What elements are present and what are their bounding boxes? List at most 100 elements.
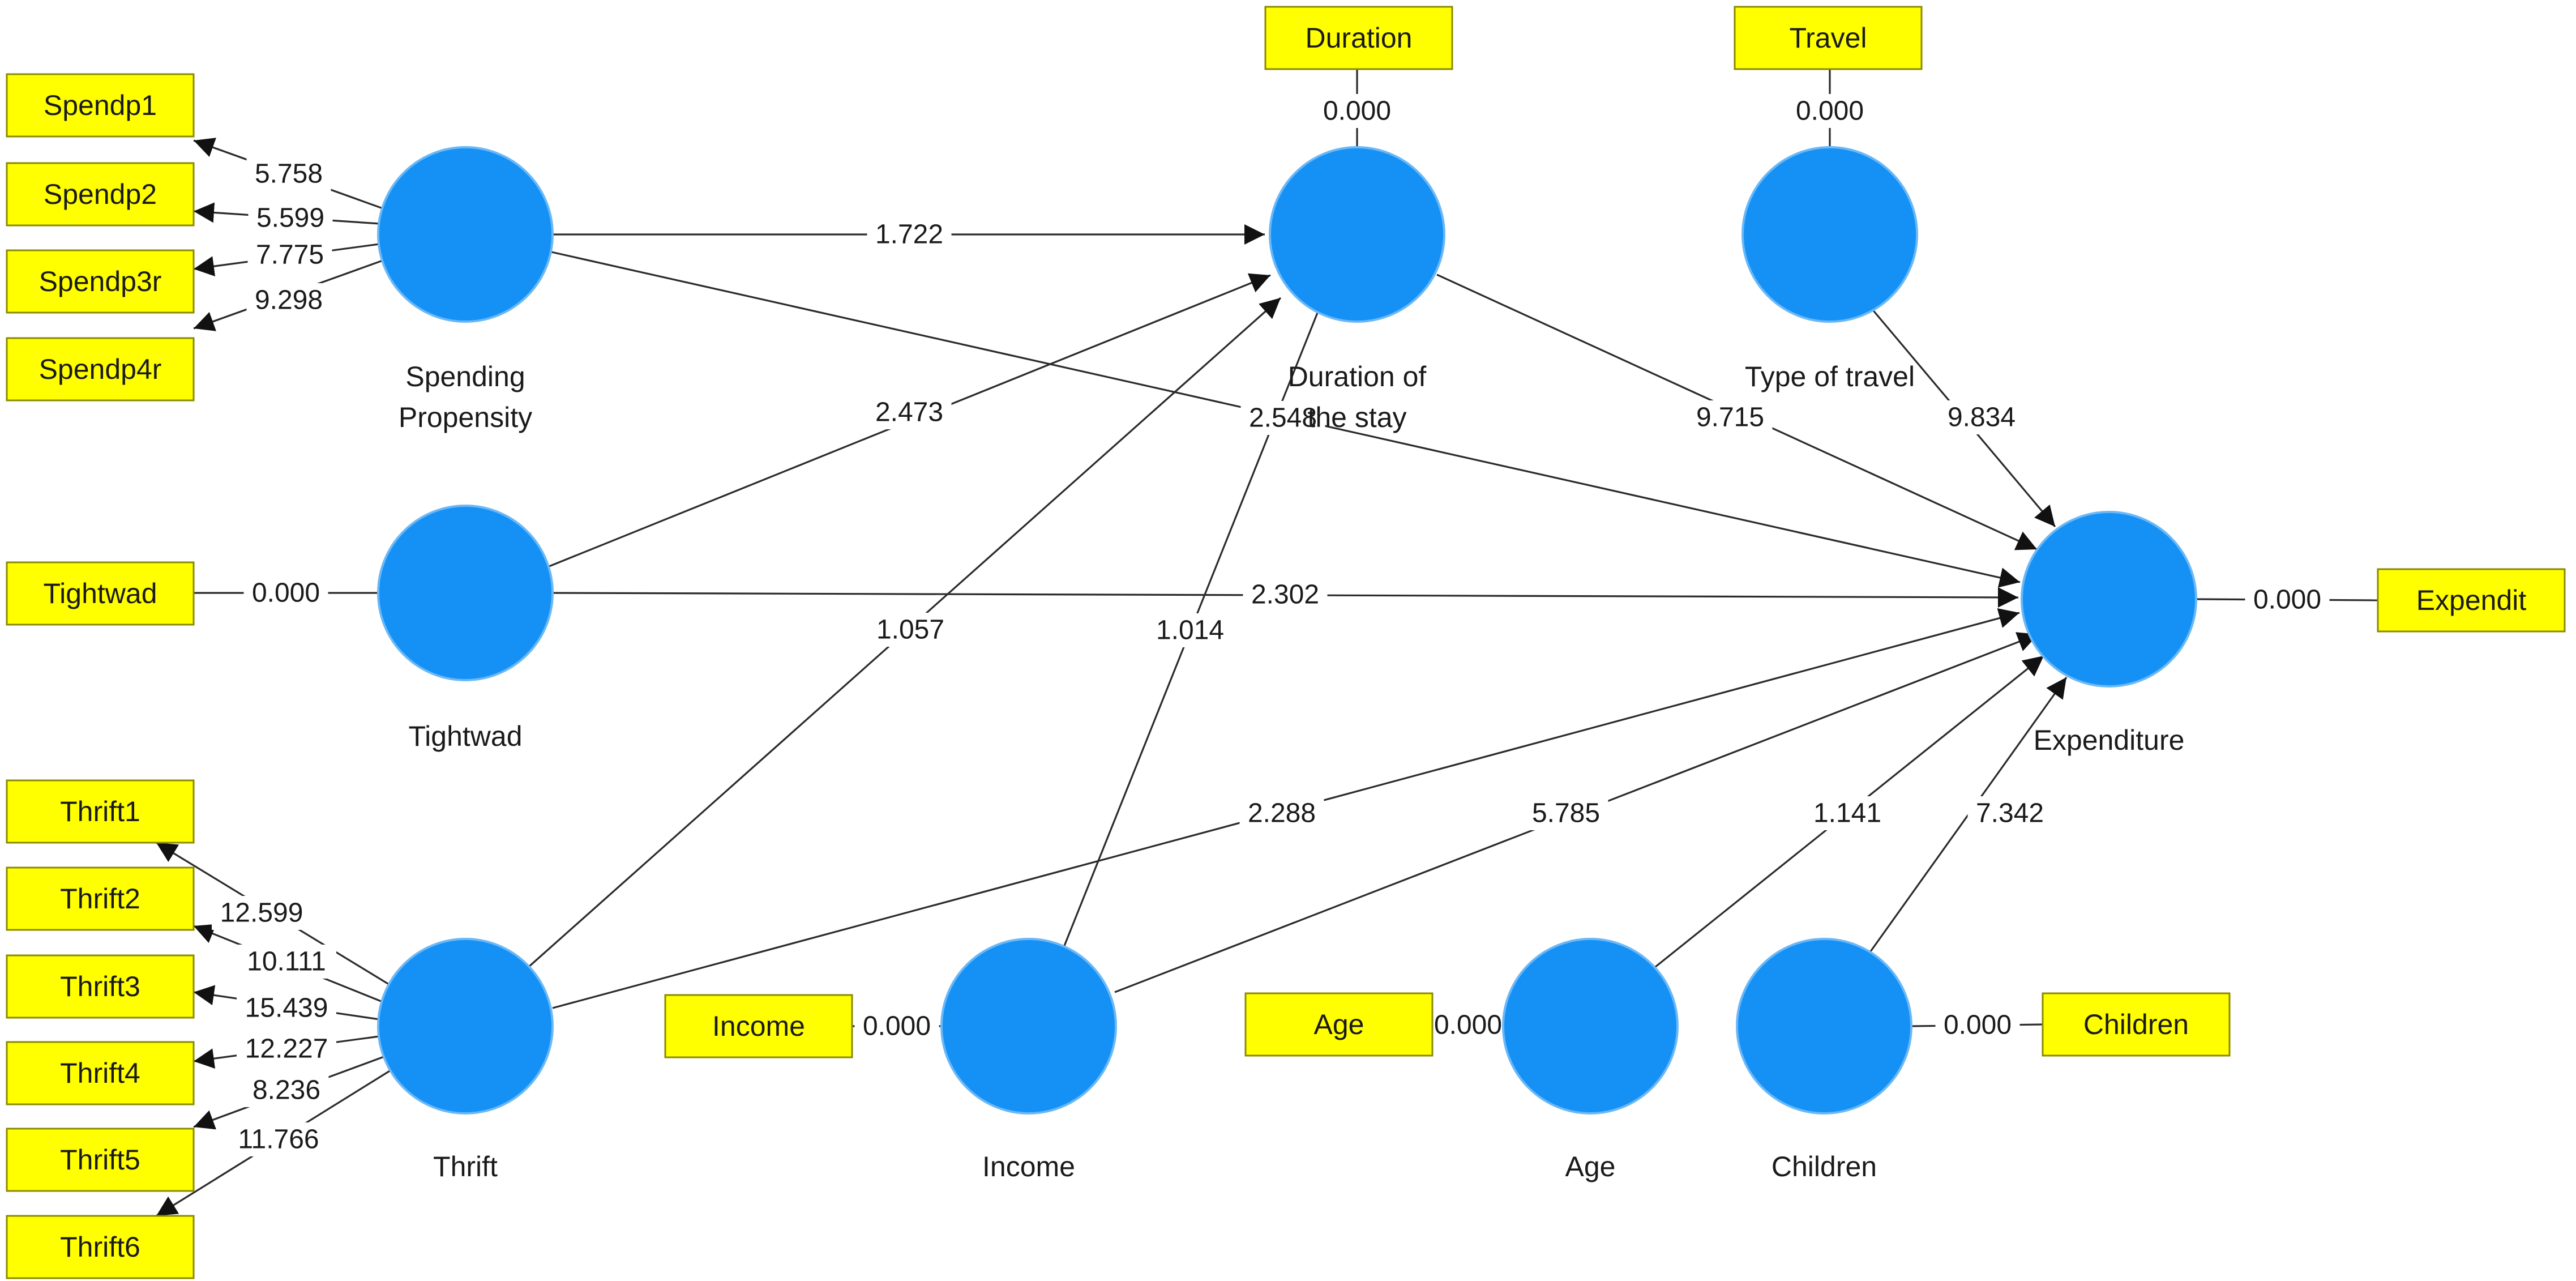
path-tight-duration-label-bg — [867, 395, 952, 429]
loading-spendp2-label-bg — [248, 201, 333, 235]
construct-tight[interactable] — [377, 505, 554, 681]
indicator-age-ind[interactable] — [1244, 992, 1434, 1057]
loading-duration-label: 0.000 — [1323, 96, 1391, 126]
construct-label-travel: Type of travel — [1745, 361, 1915, 392]
path-spend-expend-label: 2.548 — [1249, 403, 1317, 433]
indicator-label-thrift2: Thrift2 — [60, 883, 140, 915]
indicator-spendp2[interactable] — [6, 162, 195, 227]
construct-label-tight: Tightwad — [408, 720, 522, 752]
indicator-label-expend-ind: Expendit — [2416, 584, 2527, 616]
path-duration-expend-label-bg — [1688, 400, 1773, 434]
loading-expend-label: 0.000 — [2253, 585, 2321, 615]
indicator-spendp3r[interactable] — [6, 249, 195, 314]
loading-spendp1-label-bg — [246, 157, 331, 191]
path-income-expend-label: 5.785 — [1532, 799, 1600, 829]
indicator-expend-ind[interactable] — [2377, 568, 2566, 633]
loading-thrift3-label-bg — [237, 991, 336, 1025]
path-tight-expend-label-bg — [1243, 578, 1328, 612]
indicator-label-thrift1: Thrift1 — [60, 796, 140, 827]
loading-spendp1-label: 5.758 — [255, 159, 323, 189]
loading-thrift4-label: 12.227 — [245, 1034, 328, 1064]
construct-income[interactable] — [940, 938, 1117, 1115]
indicator-income-ind[interactable] — [664, 994, 853, 1058]
construct-label-spend: Spending — [405, 361, 525, 392]
loading-income-label: 0.000 — [863, 1011, 931, 1041]
indicator-label-age-ind: Age — [1314, 1009, 1364, 1040]
path-tight-duration-label: 2.473 — [875, 398, 943, 428]
indicator-label-income-ind: Income — [712, 1010, 805, 1042]
loading-tightwad-label-bg — [243, 576, 328, 610]
loading-spendp4r-label-bg — [246, 283, 331, 317]
construct-label-duration: Duration of — [1288, 361, 1427, 392]
indicator-label-spendp4r: Spendp4r — [39, 353, 162, 385]
path-income-duration-label: 1.014 — [1156, 616, 1224, 646]
loading-children-label-bg — [1935, 1008, 2020, 1042]
construct-spend[interactable] — [377, 146, 554, 323]
indicator-thrift3[interactable] — [6, 954, 195, 1019]
loading-thrift3-label: 15.439 — [245, 993, 328, 1023]
path-income-duration-label-bg — [1148, 613, 1233, 647]
indicator-label-spendp2: Spendp2 — [44, 178, 157, 210]
indicator-spendp4r[interactable] — [6, 337, 195, 402]
path-age-expend-label-bg — [1805, 796, 1890, 830]
construct-label-age: Age — [1565, 1151, 1616, 1182]
indicator-thrift6[interactable] — [6, 1215, 195, 1279]
path-travel-expend-label-bg — [1939, 400, 2024, 434]
indicator-label-spendp3r: Spendp3r — [39, 266, 162, 297]
construct-label-income: Income — [982, 1151, 1075, 1182]
loading-thrift1-label-bg — [212, 896, 311, 930]
construct-label-thrift: Thrift — [433, 1151, 498, 1182]
indicator-thrift4[interactable] — [6, 1041, 195, 1105]
loading-age-label-bg — [1426, 1008, 1510, 1042]
indicator-label-thrift6: Thrift6 — [60, 1231, 140, 1263]
indicator-thrift1[interactable] — [6, 779, 195, 844]
construct-children[interactable] — [1736, 938, 1912, 1115]
loading-spendp2-label: 5.599 — [256, 203, 324, 233]
construct-travel[interactable] — [1741, 146, 1918, 323]
loading-thrift4-label-bg — [237, 1032, 336, 1066]
loading-thrift5-label-bg — [244, 1073, 329, 1107]
indicator-label-thrift3: Thrift3 — [60, 971, 140, 1002]
loading-thrift6-label: 11.766 — [238, 1125, 319, 1155]
construct-duration[interactable] — [1269, 146, 1445, 323]
loading-thrift1-label: 12.599 — [220, 898, 303, 928]
construct-thrift[interactable] — [377, 938, 554, 1115]
construct-label-duration: the stay — [1307, 402, 1406, 433]
indicator-thrift5[interactable] — [6, 1128, 195, 1192]
path-tight-expend-label: 2.302 — [1251, 580, 1319, 610]
construct-expend[interactable] — [2021, 511, 2197, 688]
indicator-children-ind[interactable] — [2042, 992, 2231, 1057]
loading-thrift5-label: 8.236 — [253, 1075, 320, 1105]
path-income-expend-label-bg — [1524, 796, 1608, 830]
path-duration-expend-label: 9.715 — [1696, 403, 1764, 433]
loading-thrift2-label-bg — [237, 945, 336, 979]
indicator-thrift2[interactable] — [6, 866, 195, 931]
loading-travel-label: 0.000 — [1796, 96, 1864, 126]
path-spend-duration-label-bg — [867, 217, 952, 251]
path-age-expend-label: 1.141 — [1813, 799, 1881, 829]
indicator-tightwad-ind[interactable] — [6, 561, 195, 626]
path-thrift-expend-label: 2.288 — [1248, 799, 1316, 829]
indicator-label-travel-ind: Travel — [1789, 22, 1867, 54]
loading-spendp3r-label-bg — [247, 238, 332, 272]
loading-spendp3r-label: 7.775 — [256, 240, 324, 270]
path-thrift-expend-label-bg — [1239, 796, 1324, 830]
indicator-label-tightwad-ind: Tightwad — [43, 578, 157, 609]
path-travel-expend-label: 9.834 — [1948, 403, 2016, 433]
construct-label-children: Children — [1771, 1151, 1877, 1182]
indicator-duration-ind[interactable] — [1264, 6, 1453, 70]
indicator-label-children-ind: Children — [2083, 1009, 2189, 1040]
loading-duration-label-bg — [1315, 94, 1400, 128]
indicator-label-thrift5: Thrift5 — [60, 1144, 140, 1176]
indicator-travel-ind[interactable] — [1734, 6, 1923, 70]
indicator-spendp1[interactable] — [6, 73, 195, 138]
loading-thrift6-label-bg — [229, 1122, 328, 1156]
loading-children-label: 0.000 — [1944, 1010, 2012, 1040]
path-thrift-duration-label-bg — [868, 613, 953, 647]
construct-label-expend: Expenditure — [2034, 724, 2185, 756]
construct-age[interactable] — [1502, 938, 1679, 1115]
path-children-expend-label: 7.342 — [1976, 799, 2044, 829]
indicator-label-thrift4: Thrift4 — [60, 1057, 140, 1089]
path-children-expend-label-bg — [1967, 796, 2052, 830]
